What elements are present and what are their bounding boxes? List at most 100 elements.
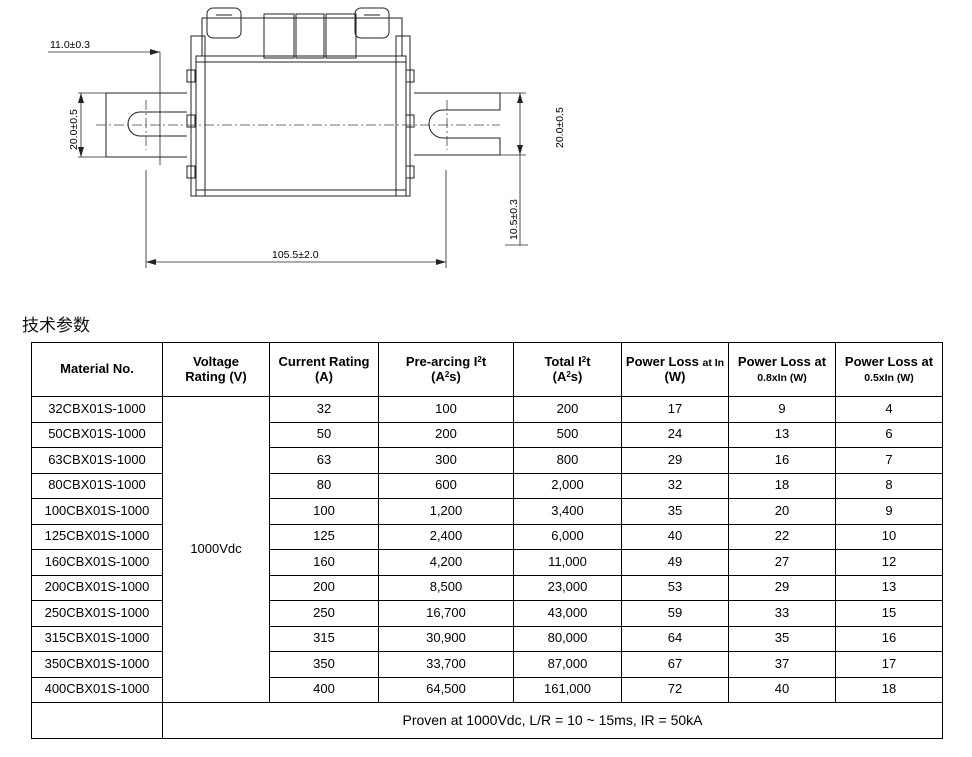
cell-prearcing: 200 — [378, 421, 514, 448]
cell-power-loss-08: 37 — [728, 651, 836, 678]
cell-material: 63CBX01S-1000 — [31, 447, 163, 474]
cell-power-loss-in: 67 — [621, 651, 729, 678]
cell-power-loss-08: 18 — [728, 472, 836, 499]
cell-material: 400CBX01S-1000 — [31, 676, 163, 703]
cell-power-loss-in: 72 — [621, 676, 729, 703]
cell-power-loss-05: 17 — [835, 651, 943, 678]
cell-power-loss-in: 35 — [621, 498, 729, 525]
cell-power-loss-05: 18 — [835, 676, 943, 703]
cell-total: 161,000 — [513, 676, 622, 703]
cell-power-loss-05: 15 — [835, 600, 943, 627]
cell-power-loss-08: 40 — [728, 676, 836, 703]
table-footer-row: Proven at 1000Vdc, L/R = 10 ~ 15ms, IR =… — [31, 702, 943, 739]
cell-current: 160 — [269, 549, 379, 576]
right-blade — [414, 92, 501, 156]
cell-power-loss-in: 24 — [621, 421, 729, 448]
header-power-loss-in: Power Loss at In (W) — [621, 342, 729, 397]
cell-material: 100CBX01S-1000 — [31, 498, 163, 525]
cell-power-loss-05: 12 — [835, 549, 943, 576]
cell-material: 350CBX01S-1000 — [31, 651, 163, 678]
cell-power-loss-08: 33 — [728, 600, 836, 627]
footer-empty-cell — [31, 702, 163, 739]
cell-prearcing: 2,400 — [378, 523, 514, 550]
cell-power-loss-05: 4 — [835, 396, 943, 423]
dim-width-top: 11.0±0.3 — [50, 39, 90, 51]
cell-total: 3,400 — [513, 498, 622, 525]
cell-power-loss-in: 32 — [621, 472, 729, 499]
cell-total: 200 — [513, 396, 622, 423]
cell-power-loss-05: 9 — [835, 498, 943, 525]
cell-prearcing: 100 — [378, 396, 514, 423]
cell-power-loss-05: 6 — [835, 421, 943, 448]
cell-power-loss-05: 13 — [835, 574, 943, 601]
cell-current: 100 — [269, 498, 379, 525]
cell-material: 125CBX01S-1000 — [31, 523, 163, 550]
cell-material: 315CBX01S-1000 — [31, 625, 163, 652]
cell-current: 250 — [269, 600, 379, 627]
fuse-technical-drawing: 11.0±0.3 20.0±0.5 20.0±0.5 10.5±0.3 105.… — [48, 7, 566, 268]
cell-current: 125 — [269, 523, 379, 550]
cell-material: 32CBX01S-1000 — [31, 396, 163, 423]
cell-power-loss-08: 13 — [728, 421, 836, 448]
cell-total: 2,000 — [513, 472, 622, 499]
cell-prearcing: 1,200 — [378, 498, 514, 525]
cell-prearcing: 16,700 — [378, 600, 514, 627]
cell-prearcing: 30,900 — [378, 625, 514, 652]
section-title: 技术参数 — [22, 316, 90, 336]
dim-overall-length: 105.5±2.0 — [272, 249, 319, 261]
fuse-top-block — [201, 7, 403, 59]
cell-prearcing: 8,500 — [378, 574, 514, 601]
cell-current: 200 — [269, 574, 379, 601]
cell-power-loss-05: 10 — [835, 523, 943, 550]
cell-total: 11,000 — [513, 549, 622, 576]
cell-power-loss-05: 8 — [835, 472, 943, 499]
cell-power-loss-in: 64 — [621, 625, 729, 652]
cell-power-loss-08: 9 — [728, 396, 836, 423]
cell-material: 160CBX01S-1000 — [31, 549, 163, 576]
cell-current: 350 — [269, 651, 379, 678]
cell-current: 400 — [269, 676, 379, 703]
dim-height-right: 20.0±0.5 — [554, 107, 566, 148]
cell-current: 315 — [269, 625, 379, 652]
header-prearcing: Pre-arcing I2t (A2s) — [378, 342, 514, 397]
cell-material: 50CBX01S-1000 — [31, 421, 163, 448]
header-current: Current Rating(A) — [269, 342, 379, 397]
cell-power-loss-05: 16 — [835, 625, 943, 652]
cell-power-loss-08: 16 — [728, 447, 836, 474]
cell-total: 500 — [513, 421, 622, 448]
cell-total: 6,000 — [513, 523, 622, 550]
cell-prearcing: 4,200 — [378, 549, 514, 576]
cell-power-loss-08: 22 — [728, 523, 836, 550]
cell-prearcing: 300 — [378, 447, 514, 474]
fuse-body — [186, 35, 415, 197]
cell-power-loss-in: 59 — [621, 600, 729, 627]
cell-material: 200CBX01S-1000 — [31, 574, 163, 601]
cell-total: 80,000 — [513, 625, 622, 652]
cell-total: 87,000 — [513, 651, 622, 678]
cell-power-loss-05: 7 — [835, 447, 943, 474]
cell-total: 800 — [513, 447, 622, 474]
cell-power-loss-in: 29 — [621, 447, 729, 474]
cell-current: 50 — [269, 421, 379, 448]
cell-prearcing: 64,500 — [378, 676, 514, 703]
cell-current: 32 — [269, 396, 379, 423]
cell-power-loss-08: 27 — [728, 549, 836, 576]
cell-prearcing: 600 — [378, 472, 514, 499]
cell-power-loss-in: 49 — [621, 549, 729, 576]
cell-total: 43,000 — [513, 600, 622, 627]
